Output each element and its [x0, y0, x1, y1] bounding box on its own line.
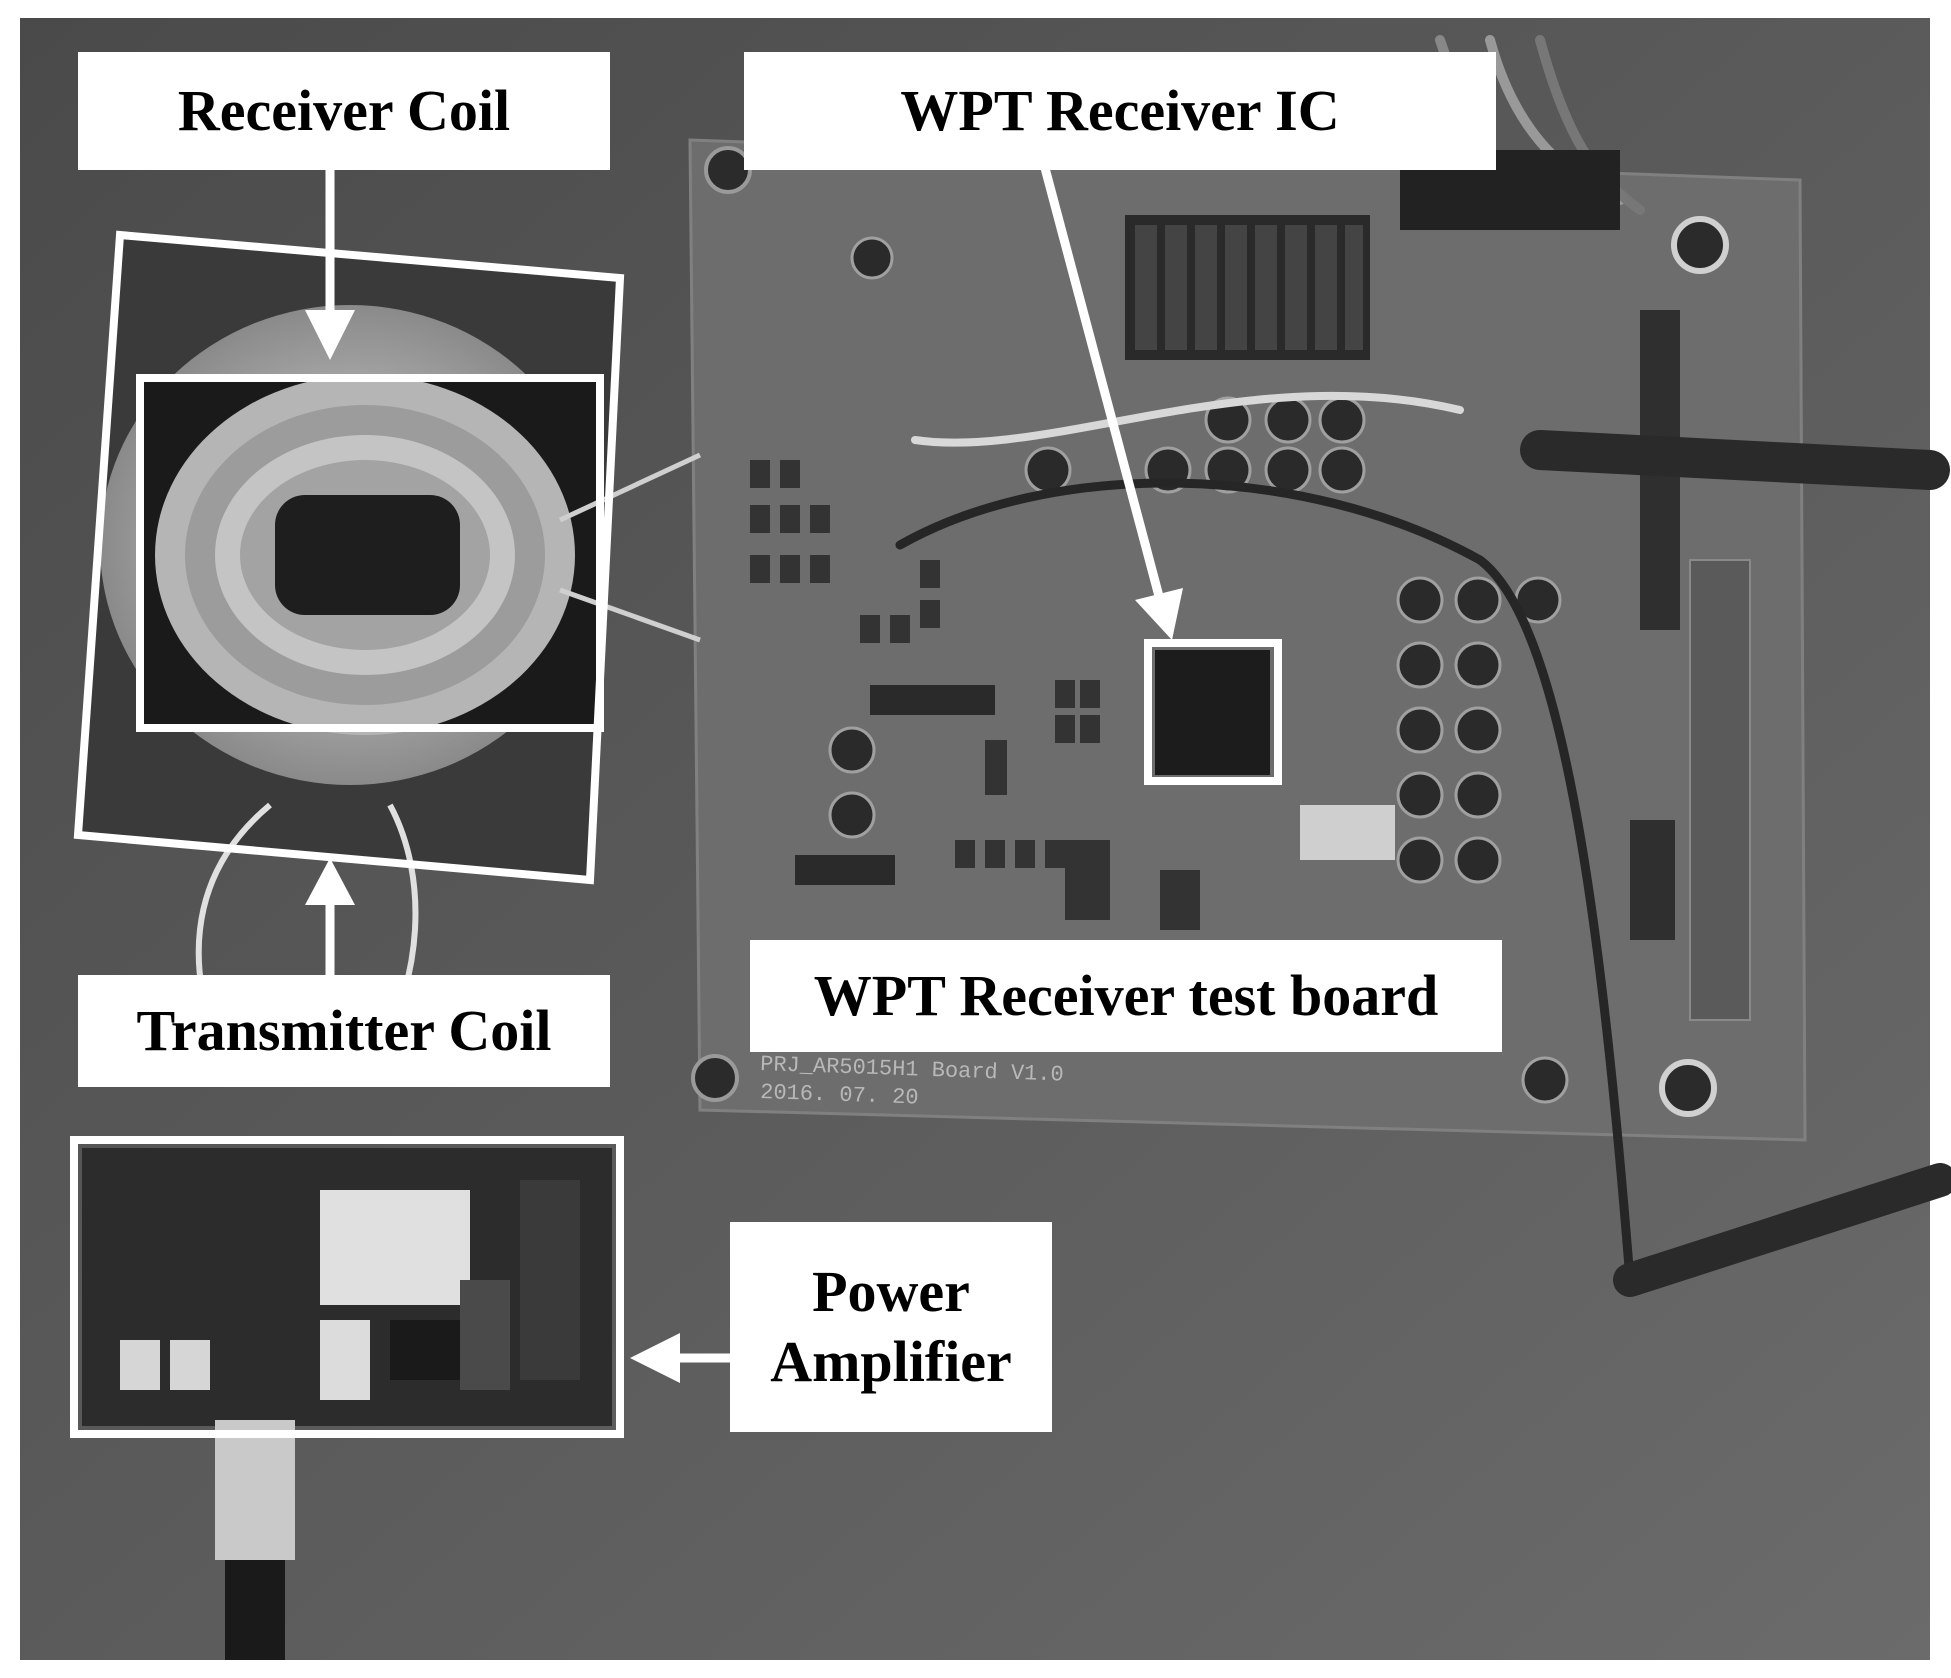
receiver-coil-label-text: Receiver Coil: [177, 78, 511, 144]
transmitter-coil-box: [73, 230, 625, 885]
cables: [895, 35, 1951, 1297]
coil-assembly: [78, 235, 702, 1052]
receiver-ic-box: [1144, 639, 1282, 785]
annotation-arrows: [305, 166, 1183, 1383]
power-amplifier-box: [70, 1136, 624, 1438]
receiver-coil-label: Receiver Coil: [78, 52, 610, 170]
annotation-boxes: [70, 230, 1282, 1438]
transmitter-coil-label: Transmitter Coil: [78, 975, 610, 1087]
power-amplifier-label-line2: Amplifier: [770, 1329, 1012, 1394]
silkscreen-line2: 2016. 07. 20: [760, 1080, 919, 1111]
wpt-receiver-ic-label-text: WPT Receiver IC: [900, 78, 1340, 144]
wpt-receiver-test-board-label: WPT Receiver test board: [750, 940, 1502, 1052]
power-amplifier-label-line1: Power: [812, 1259, 970, 1325]
receiver-coil-box: [136, 374, 604, 732]
wpt-receiver-test-board-label-text: WPT Receiver test board: [813, 963, 1439, 1029]
power-amplifier-label: Power Amplifier: [730, 1222, 1052, 1432]
transmitter-coil-label-text: Transmitter Coil: [136, 998, 552, 1064]
wpt-receiver-ic-label: WPT Receiver IC: [744, 52, 1496, 170]
power-amplifier-board: [82, 1148, 612, 1660]
